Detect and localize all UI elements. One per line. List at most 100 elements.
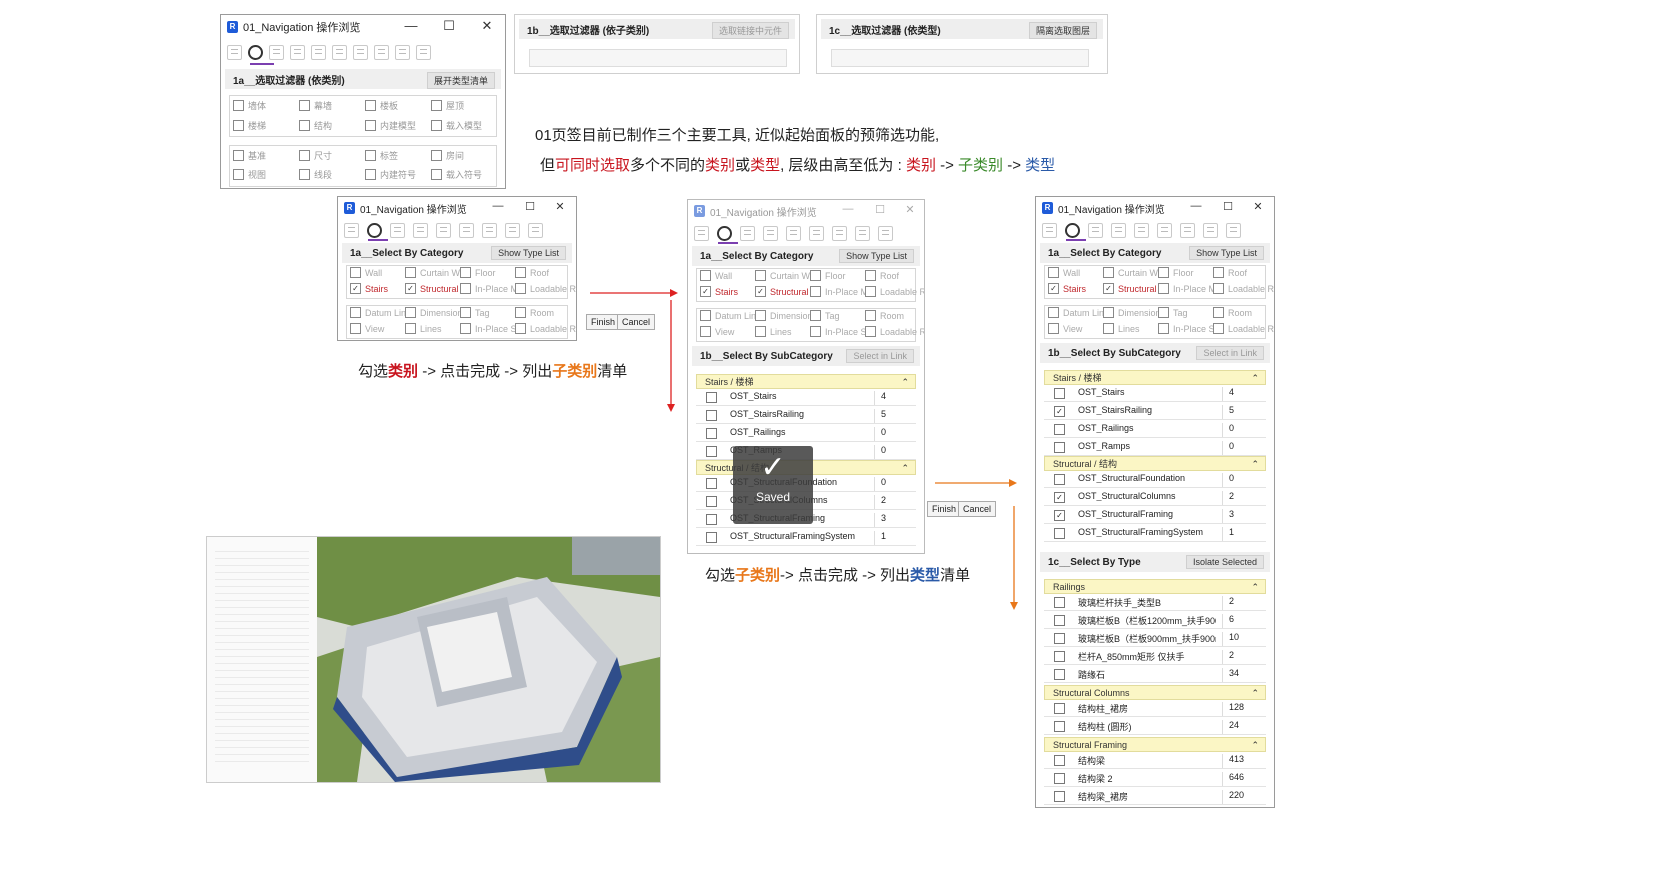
tool-icon[interactable] <box>311 44 326 60</box>
category-checkbox[interactable]: Dimension <box>755 310 813 321</box>
unchecked-box-icon[interactable] <box>706 478 717 489</box>
unchecked-box-icon[interactable] <box>1054 773 1065 784</box>
unchecked-box-icon[interactable] <box>460 283 471 294</box>
category-checkbox[interactable]: Curtain Wall <box>755 270 819 281</box>
category-checkbox[interactable]: In-Place Sy <box>810 326 871 337</box>
tool-icon[interactable] <box>878 225 893 241</box>
unchecked-box-icon[interactable] <box>810 310 821 321</box>
category-checkbox[interactable]: ✓Stairs <box>1048 283 1086 294</box>
category-checkbox[interactable]: Wall <box>700 270 732 281</box>
category-checkbox[interactable]: ✓Structural <box>755 286 809 297</box>
tool-icon[interactable] <box>1042 222 1057 238</box>
unchecked-box-icon[interactable] <box>706 532 717 543</box>
unchecked-box-icon[interactable] <box>810 286 821 297</box>
unchecked-box-icon[interactable] <box>1103 307 1114 318</box>
unchecked-box-icon[interactable] <box>865 286 876 297</box>
unchecked-box-icon[interactable] <box>1054 528 1065 539</box>
unchecked-box-icon[interactable] <box>706 514 717 525</box>
cancel-button[interactable]: Cancel <box>617 314 656 330</box>
tool-icon[interactable] <box>809 225 824 241</box>
unchecked-box-icon[interactable] <box>1054 442 1065 453</box>
unchecked-box-icon[interactable] <box>865 310 876 321</box>
category-checkbox[interactable]: 基准 <box>233 149 266 162</box>
unchecked-box-icon[interactable] <box>1054 651 1065 662</box>
tool-icon[interactable] <box>290 44 305 60</box>
unchecked-box-icon[interactable] <box>1054 633 1065 644</box>
unchecked-box-icon[interactable] <box>299 120 310 131</box>
unchecked-box-icon[interactable] <box>1158 307 1169 318</box>
category-checkbox[interactable]: 载入模型 <box>431 119 482 132</box>
chevron-up-icon[interactable]: ⌃ <box>1251 688 1259 698</box>
tool-icon[interactable] <box>740 225 755 241</box>
unchecked-box-icon[interactable] <box>431 100 442 111</box>
unchecked-box-icon[interactable] <box>460 307 471 318</box>
unchecked-box-icon[interactable] <box>1048 267 1059 278</box>
unchecked-box-icon[interactable] <box>1158 283 1169 294</box>
category-checkbox[interactable]: Loadable R <box>1213 283 1274 294</box>
group-header[interactable]: Stairs / 楼梯⌃ <box>1044 370 1266 385</box>
unchecked-box-icon[interactable] <box>365 169 376 180</box>
checked-box-icon[interactable]: ✓ <box>700 286 711 297</box>
category-checkbox[interactable]: Roof <box>515 267 549 278</box>
category-checkbox[interactable]: Roof <box>1213 267 1247 278</box>
category-checkbox[interactable]: ✓Structural <box>1103 283 1157 294</box>
checked-box-icon[interactable]: ✓ <box>1054 492 1065 503</box>
chevron-up-icon[interactable]: ⌃ <box>1251 740 1259 750</box>
close-icon[interactable]: ✕ <box>555 201 565 213</box>
group-header[interactable]: Structural Framing⌃ <box>1044 737 1266 752</box>
expand-type-list-button[interactable]: 展开类型清单 <box>426 72 495 89</box>
unchecked-box-icon[interactable] <box>1054 424 1065 435</box>
unchecked-box-icon[interactable] <box>365 120 376 131</box>
unchecked-box-icon[interactable] <box>1048 323 1059 334</box>
unchecked-box-icon[interactable] <box>365 100 376 111</box>
maximize-icon[interactable]: ☐ <box>525 201 535 213</box>
tool-icon[interactable] <box>413 222 428 238</box>
unchecked-box-icon[interactable] <box>350 307 361 318</box>
isolate-selected-button[interactable]: 隔离选取图层 <box>1028 22 1097 39</box>
checked-box-icon[interactable]: ✓ <box>405 283 416 294</box>
tool-icon[interactable] <box>395 44 410 60</box>
tool-icon[interactable] <box>1157 222 1172 238</box>
unchecked-box-icon[interactable] <box>706 392 717 403</box>
unchecked-box-icon[interactable] <box>515 283 526 294</box>
unchecked-box-icon[interactable] <box>431 150 442 161</box>
unchecked-box-icon[interactable] <box>233 100 244 111</box>
checked-box-icon[interactable]: ✓ <box>1048 283 1059 294</box>
unchecked-box-icon[interactable] <box>810 270 821 281</box>
unchecked-box-icon[interactable] <box>706 496 717 507</box>
category-checkbox[interactable]: Room <box>515 307 554 318</box>
category-checkbox[interactable]: Tag <box>1158 307 1188 318</box>
unchecked-box-icon[interactable] <box>755 326 766 337</box>
category-checkbox[interactable]: 内建模型 <box>365 119 416 132</box>
close-icon[interactable]: ✕ <box>905 204 915 216</box>
group-header[interactable]: Railings⌃ <box>1044 579 1266 594</box>
checked-box-icon[interactable]: ✓ <box>1054 406 1065 417</box>
unchecked-box-icon[interactable] <box>365 150 376 161</box>
unchecked-box-icon[interactable] <box>1158 267 1169 278</box>
select-filter-icon[interactable] <box>717 225 732 241</box>
category-checkbox[interactable]: Curtain Wall <box>405 267 469 278</box>
show-type-list-button[interactable]: Show Type List <box>491 246 566 260</box>
unchecked-box-icon[interactable] <box>700 270 711 281</box>
isolate-selected-button[interactable]: Isolate Selected <box>1185 555 1264 569</box>
unchecked-box-icon[interactable] <box>233 120 244 131</box>
select-in-link-button[interactable]: 选取链接中元件 <box>711 22 789 39</box>
minimize-icon[interactable]: — <box>404 18 418 33</box>
category-checkbox[interactable]: View <box>1048 323 1082 334</box>
select-in-link-button[interactable]: Select in Link <box>846 349 914 363</box>
unchecked-box-icon[interactable] <box>1054 721 1065 732</box>
tool-icon[interactable] <box>353 44 368 60</box>
category-checkbox[interactable]: In-Place Sy <box>1158 323 1219 334</box>
category-checkbox[interactable]: Loadable R <box>1213 323 1274 334</box>
chevron-up-icon[interactable]: ⌃ <box>1251 373 1259 383</box>
